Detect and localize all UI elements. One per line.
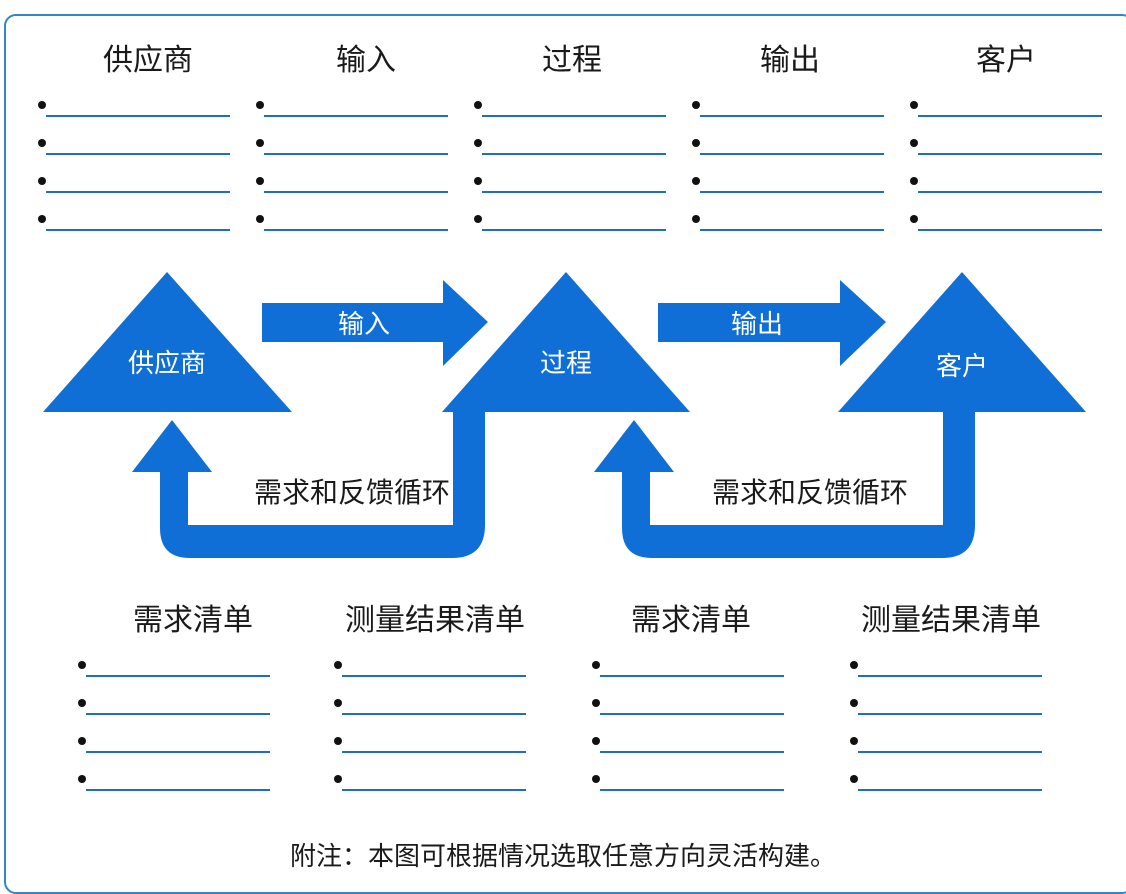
footnote: 附注：本图可根据情况选取任意方向灵活构建。 — [289, 842, 836, 872]
column-title-supplier: 供应商 — [103, 43, 193, 78]
bullet-line — [256, 98, 448, 136]
bullet-line — [692, 136, 884, 174]
list-title-measurements-2: 测量结果清单 — [861, 603, 1041, 638]
column-title-input: 输入 — [336, 43, 396, 78]
column-title-customer: 客户 — [976, 43, 1036, 78]
measurements-bullet-list-1 — [334, 658, 526, 810]
measurements-bullet-list-2 — [850, 658, 1042, 810]
customer-bullet-list — [910, 98, 1102, 250]
bullet-line — [474, 136, 666, 174]
bullet-line — [850, 658, 1042, 696]
supplier-triangle — [43, 272, 292, 412]
supplier-bullet-list — [38, 98, 230, 250]
bullet-line — [910, 136, 1102, 174]
bullet-line — [256, 174, 448, 212]
bullet-line — [474, 212, 666, 250]
bullet-line — [910, 174, 1102, 212]
customer-triangle — [838, 272, 1086, 412]
output-bullet-list — [692, 98, 884, 250]
bullet-line — [78, 734, 270, 772]
bullet-line — [38, 136, 230, 174]
bullet-line — [256, 136, 448, 174]
output-arrow-label: 输出 — [731, 310, 783, 339]
column-title-process: 过程 — [542, 43, 602, 78]
bullet-line — [850, 734, 1042, 772]
list-title-requirements-2: 需求清单 — [631, 603, 751, 638]
bullet-line — [474, 174, 666, 212]
bullet-line — [334, 772, 526, 810]
bullet-line — [592, 658, 784, 696]
bullet-line — [334, 696, 526, 734]
list-title-measurements-1: 测量结果清单 — [345, 603, 525, 638]
bullet-line — [592, 696, 784, 734]
supplier-node-label: 供应商 — [128, 349, 206, 378]
process-triangle — [442, 272, 690, 412]
bullet-line — [38, 174, 230, 212]
bullet-line — [692, 212, 884, 250]
bullet-line — [334, 734, 526, 772]
bullet-line — [78, 696, 270, 734]
output-arrow — [658, 280, 886, 366]
bullet-line — [78, 658, 270, 696]
left-loop-label: 需求和反馈循环 — [254, 476, 450, 509]
list-title-requirements-1: 需求清单 — [133, 603, 253, 638]
requirements-bullet-list-2 — [592, 658, 784, 810]
bullet-line — [692, 174, 884, 212]
bullet-line — [592, 772, 784, 810]
bullet-line — [910, 212, 1102, 250]
input-bullet-list — [256, 98, 448, 250]
bullet-line — [850, 772, 1042, 810]
bullet-line — [692, 98, 884, 136]
bullet-line — [910, 98, 1102, 136]
process-node-label: 过程 — [540, 349, 592, 378]
bullet-line — [256, 212, 448, 250]
requirements-bullet-list-1 — [78, 658, 270, 810]
right-loop-label: 需求和反馈循环 — [712, 476, 908, 509]
bullet-line — [38, 98, 230, 136]
input-arrow-label: 输入 — [338, 310, 390, 339]
bullet-line — [850, 696, 1042, 734]
input-arrow — [262, 280, 488, 366]
bullet-line — [78, 772, 270, 810]
customer-node-label: 客户 — [936, 352, 988, 381]
diagram-shapes — [43, 272, 1086, 558]
bullet-line — [592, 734, 784, 772]
left-feedback-loop-arrow — [132, 410, 485, 558]
bullet-line — [474, 98, 666, 136]
bullet-line — [334, 658, 526, 696]
process-bullet-list — [474, 98, 666, 250]
right-feedback-loop-arrow — [594, 410, 975, 558]
column-title-output: 输出 — [760, 43, 820, 78]
bullet-line — [38, 212, 230, 250]
